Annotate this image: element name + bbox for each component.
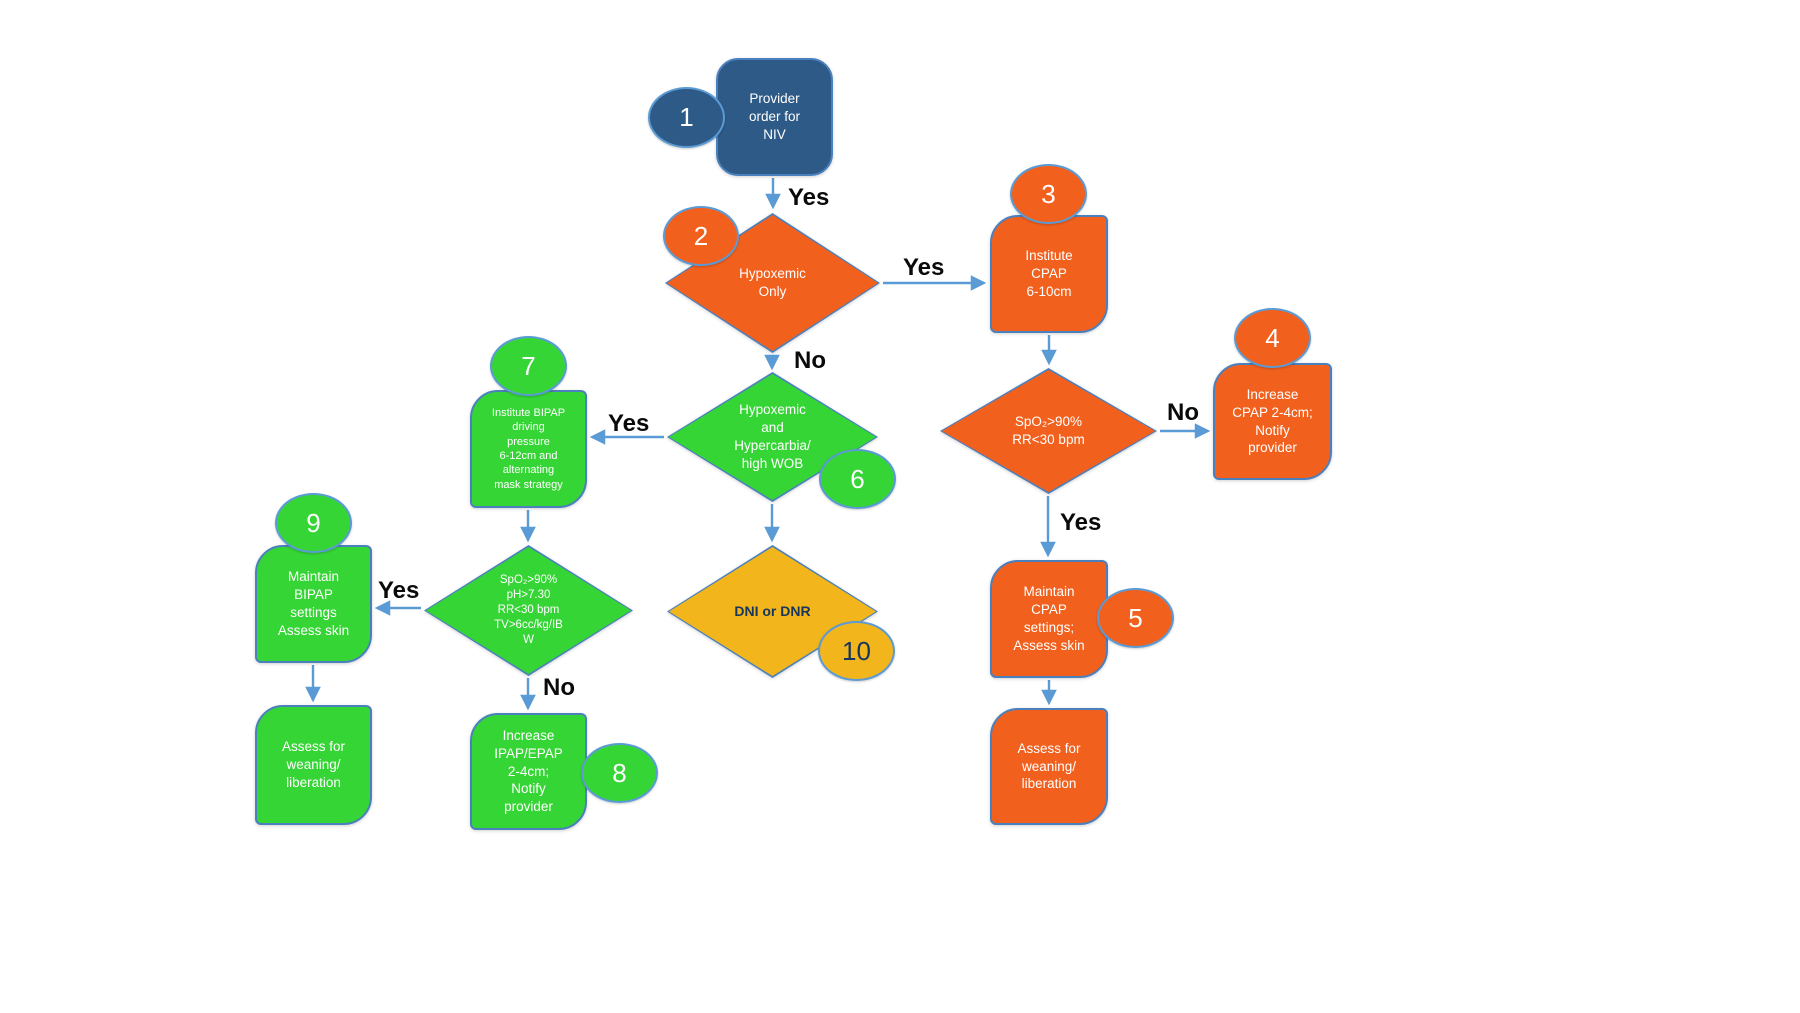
badge-9: 9 — [275, 493, 352, 553]
badge-1: 1 — [648, 87, 725, 148]
node-institute-cpap-label: Institute CPAP 6-10cm — [1025, 248, 1073, 299]
node-bipap-check-label: SpO₂>90% pH>7.30 RR<30 bpm TV>6cc/kg/IB … — [494, 574, 563, 646]
badge-2-number: 2 — [693, 220, 709, 251]
node-institute-bipap-label: Institute BIPAP driving pressure 6-12cm … — [491, 407, 566, 491]
badge-6-number: 6 — [850, 463, 865, 494]
badge-4: 4 — [1234, 308, 1311, 368]
edge-label-cpapcheck-yes: Yes — [1060, 509, 1102, 536]
edge-label-bipapcheck-no: No — [543, 674, 575, 701]
badge-7-number: 7 — [521, 350, 536, 381]
badge-10: 10 — [818, 621, 895, 681]
badge-5-number: 5 — [1128, 602, 1143, 633]
badge-9-number: 9 — [306, 507, 321, 538]
edge-label-hypoxemic-yes: Yes — [903, 254, 945, 281]
node-increase-cpap: Increase CPAP 2-4cm; Notify provider — [1213, 363, 1332, 480]
node-maintain-bipap: Maintain BIPAP settings Assess skin — [255, 545, 372, 663]
node-maintain-cpap-label: Maintain CPAP settings; Assess skin — [1013, 584, 1085, 653]
badge-7: 7 — [490, 336, 567, 396]
node-maintain-bipap-label: Maintain BIPAP settings Assess skin — [277, 569, 350, 638]
node-hypoxemic-hypercarbia: Hypoxemic and Hypercarbia/ high WOB — [667, 372, 878, 502]
node-institute-cpap: Institute CPAP 6-10cm — [990, 215, 1108, 333]
node-bipap-check: SpO₂>90% pH>7.30 RR<30 bpm TV>6cc/kg/IB … — [424, 545, 633, 676]
node-dni-dnr-label: DNI or DNR — [734, 603, 811, 620]
node-provider-order-label: Provider order for NIV — [748, 91, 801, 142]
badge-3-number: 3 — [1041, 178, 1056, 209]
badge-8-number: 8 — [612, 757, 627, 788]
badge-5: 5 — [1097, 588, 1174, 648]
node-bipap-wean-label: Assess for weaning/ liberation — [281, 739, 346, 790]
node-increase-ipap: Increase IPAP/EPAP 2-4cm; Notify provide… — [470, 713, 587, 830]
node-cpap-check-label: SpO₂>90% RR<30 bpm — [1012, 414, 1085, 447]
edge-label-start-yes: Yes — [788, 184, 830, 211]
badge-1-number: 1 — [679, 102, 694, 132]
badge-2: 2 — [663, 206, 739, 266]
node-bipap-wean: Assess for weaning/ liberation — [255, 705, 372, 825]
edge-label-cpapcheck-no: No — [1167, 399, 1199, 426]
edge-label-hypercarbia-yes: Yes — [608, 410, 650, 437]
node-cpap-check: SpO₂>90% RR<30 bpm — [940, 368, 1157, 494]
edge-label-bipapcheck-yes: Yes — [378, 577, 420, 604]
badge-3: 3 — [1010, 164, 1087, 224]
node-institute-bipap: Institute BIPAP driving pressure 6-12cm … — [470, 390, 587, 508]
badge-8: 8 — [581, 743, 658, 803]
node-hypoxemic-hypercarbia-label: Hypoxemic and Hypercarbia/ high WOB — [734, 402, 811, 471]
node-hypoxemic-only-label: Hypoxemic Only — [739, 266, 806, 299]
node-provider-order: Provider order for NIV — [716, 58, 833, 176]
node-increase-cpap-label: Increase CPAP 2-4cm; Notify provider — [1232, 386, 1313, 456]
node-maintain-cpap: Maintain CPAP settings; Assess skin — [990, 560, 1108, 678]
edge-label-hypoxemic-no: No — [794, 347, 826, 374]
badge-6: 6 — [819, 449, 896, 509]
node-cpap-wean: Assess for weaning/ liberation — [990, 708, 1108, 825]
node-cpap-wean-label: Assess for weaning/ liberation — [1017, 740, 1081, 792]
badge-4-number: 4 — [1265, 322, 1280, 353]
node-increase-ipap-label: Increase IPAP/EPAP 2-4cm; Notify provide… — [494, 727, 563, 815]
badge-10-number: 10 — [842, 635, 871, 666]
